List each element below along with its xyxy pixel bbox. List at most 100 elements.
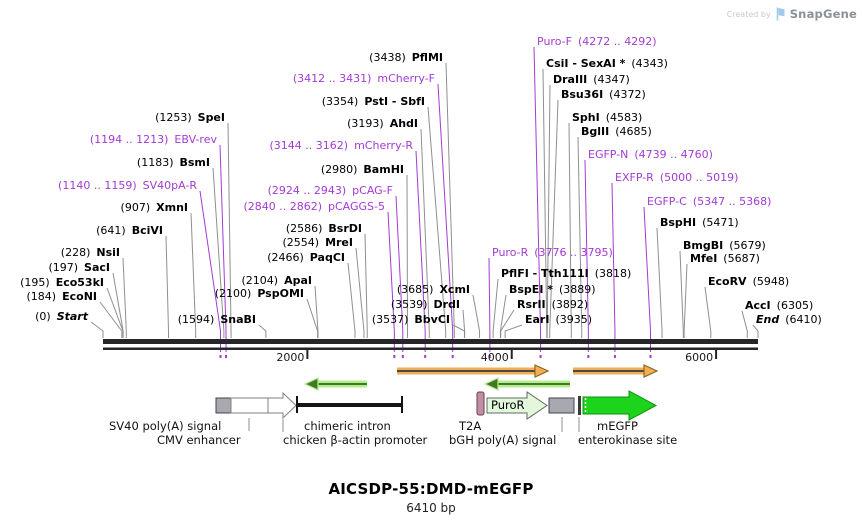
site-name: EBV-rev	[174, 133, 217, 146]
site-position: (1194 .. 1213)	[89, 133, 169, 146]
leader-xcmi	[472, 294, 481, 338]
primer-dot-ebv-rev	[225, 355, 228, 358]
site-position: (3438)	[369, 51, 406, 64]
site-position: (2980)	[320, 163, 358, 176]
site-position: (4272 .. 4292)	[577, 35, 657, 48]
site-label-draiii: DraIII(4347)	[553, 74, 630, 86]
leader-draiii	[546, 84, 551, 338]
site-label-sphi: SphI(4583)	[572, 112, 642, 124]
site-position: (195)	[20, 276, 50, 289]
site-position: (1140 .. 1159)	[58, 179, 137, 192]
map-title-block: AICSDP-55:DMD-mEGFP 6410 bp	[0, 480, 862, 515]
leader-ahdi	[420, 128, 430, 338]
leader-nsii	[122, 257, 127, 338]
leader-bamhi	[406, 174, 409, 338]
primer-dot-puro-f	[539, 355, 542, 358]
site-label-bsmi: (1183)BsmI	[137, 157, 210, 169]
site-label-ahdi: (3193)AhdI	[347, 118, 418, 130]
site-name: EarI	[525, 313, 550, 326]
leader-start	[90, 321, 104, 338]
site-position: (6410)	[785, 313, 822, 326]
leader-puro-f	[533, 46, 542, 352]
site-label-spei: (1253) SpeI	[155, 112, 225, 124]
site-name: SV40pA-R	[142, 179, 197, 192]
feature-label-chicken-actin-promoter: chicken β-actin promoter	[283, 433, 428, 447]
site-name: mCherry-R	[354, 139, 413, 152]
site-label-puro-f: Puro-F(4272 .. 4292)	[537, 36, 657, 48]
site-name: BsrDI	[328, 222, 362, 235]
site-label-egfp-n: EGFP-N(4739 .. 4760)	[588, 149, 713, 161]
leader-bcivi	[165, 235, 169, 338]
leader-pflfi-tth111i	[492, 278, 499, 338]
site-position: (3354)	[321, 95, 359, 108]
site-name: Start	[56, 310, 88, 323]
map-backbone-underline	[103, 347, 758, 350]
leader-bsu36i	[549, 99, 559, 338]
site-label-exfp-r: EXFP-R(5000 .. 5019)	[615, 172, 738, 184]
site-label-pcaggs-5: (2840 .. 2862)pCAGGS-5	[243, 201, 385, 213]
site-name: SpeI	[197, 111, 225, 124]
site-position: (2466)	[267, 251, 304, 264]
site-position: (5471)	[702, 216, 739, 229]
orf-forward-2-head	[643, 364, 659, 378]
primer-dot-egfp-c	[649, 355, 652, 358]
site-position: (4739 .. 4760)	[634, 148, 713, 161]
site-position: (2554)	[282, 236, 320, 249]
site-position: (2104)	[241, 274, 279, 287]
site-position: (4372)	[609, 88, 646, 101]
leader-egfp-c	[643, 206, 652, 352]
leader-bglii	[577, 136, 583, 338]
orf-reverse-2-head	[483, 377, 499, 391]
site-position: (3892)	[551, 298, 589, 311]
site-name: RsrII	[517, 298, 546, 311]
site-position: (1253)	[155, 111, 192, 124]
site-position: (4347)	[593, 73, 630, 86]
promoter-intron-bar-cap-right	[401, 396, 403, 413]
axis-tick-label-4000: 4000	[480, 351, 509, 364]
site-name: SacI	[84, 261, 110, 274]
site-label-eari: EarI(3935)	[525, 314, 592, 326]
site-position: (5347 .. 5368)	[692, 195, 772, 208]
site-label-pflfi-tth111i: PflFI - Tth111I(3818)	[501, 268, 631, 280]
leader-xmni	[190, 212, 197, 338]
site-position: (197)	[48, 261, 79, 274]
leader-sv40pa-r	[199, 190, 222, 352]
site-label-snabi: (1594)SnaBI	[178, 314, 256, 326]
site-label-puro-r: Puro-R(3776 .. 3795)	[492, 247, 613, 259]
feature-label-sv40-poly-a-signal: SV40 poly(A) signal	[109, 419, 222, 433]
site-label-rsrii: RsrII (3892)	[517, 299, 588, 311]
site-label-pcag-f: (2924 .. 2943)pCAG-F	[268, 185, 393, 197]
primer-dot-egfp-n	[587, 355, 590, 358]
site-name: End	[756, 313, 780, 326]
site-name: ApaI	[284, 274, 312, 287]
site-name: PflFI - Tth111I	[501, 267, 589, 280]
site-position: (184)	[26, 290, 57, 303]
site-label-ecorv: EcoRV (5948)	[708, 276, 789, 288]
feature-label-enterokinase-site: enterokinase site	[578, 433, 678, 447]
site-label-bsphi: BspHI(5471)	[660, 217, 739, 229]
site-label-bcivi: (641)BciVI	[96, 225, 163, 237]
site-position: (2840 .. 2862)	[243, 200, 322, 213]
leader-bsmi	[212, 167, 225, 338]
site-position: (3685)	[396, 283, 434, 296]
site-name: EcoRV	[708, 275, 747, 288]
t2a-box	[476, 391, 485, 416]
site-label-mcherry-f: (3412 .. 3431)mCherry-F	[293, 73, 435, 85]
leader-mcherry-f	[437, 83, 454, 352]
site-name: BbvCI	[414, 313, 450, 326]
site-position: (5948)	[752, 275, 790, 288]
site-name: PflMI	[411, 51, 443, 64]
leader-eari	[504, 324, 523, 338]
created-by-label: Created by	[726, 9, 771, 19]
site-name: BsmI	[179, 156, 211, 169]
leader-bsrdi	[364, 233, 368, 338]
site-name: Eco53kI	[55, 276, 104, 289]
site-position: (2100)	[214, 287, 252, 300]
site-label-apai: (2104) ApaI	[242, 275, 312, 287]
site-name: Puro-R	[492, 246, 529, 259]
site-name: DrdI	[433, 298, 460, 311]
site-name: MreI	[325, 236, 353, 249]
site-name: EGFP-C	[647, 195, 687, 208]
site-label-acci: AccI(6305)	[745, 300, 813, 312]
